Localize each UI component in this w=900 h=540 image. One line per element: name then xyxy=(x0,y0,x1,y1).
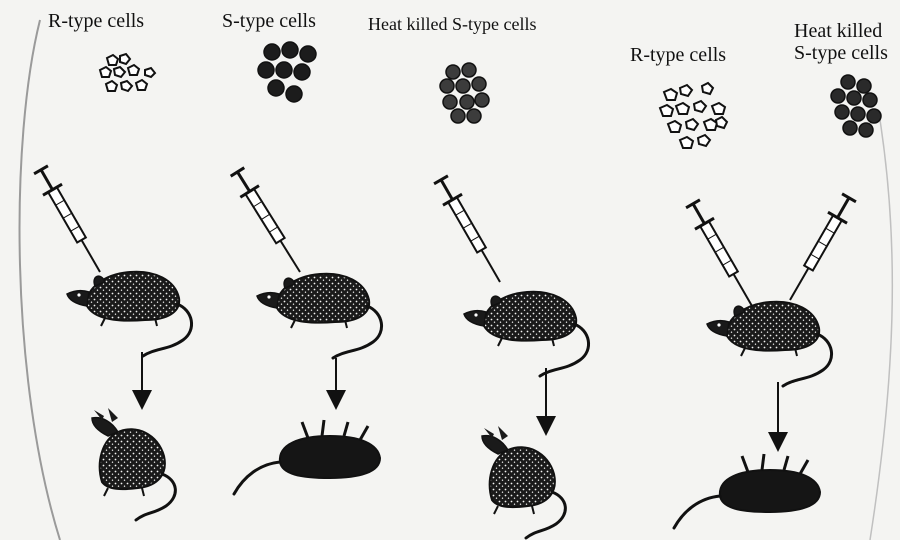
cell-cluster-heat-killed-s xyxy=(831,75,881,137)
mouse-injected xyxy=(707,302,832,386)
mouse-alive xyxy=(92,408,175,520)
label-r-type-cells: R-type cells xyxy=(48,10,144,32)
label-heat-killed-s-type-cells: Heat killed S-type cells xyxy=(368,13,536,35)
mouse-injected xyxy=(67,272,192,356)
mouse-dead xyxy=(234,420,380,494)
cell-cluster-s-type xyxy=(258,42,316,102)
paper-edge-right xyxy=(870,120,892,540)
experiment-2 xyxy=(228,42,381,494)
label-s-type-cells: S-type cells xyxy=(222,10,316,32)
label-heat-killed-s-type-cells-exp4: Heat killed S-type cells xyxy=(794,20,888,64)
experiment-3 xyxy=(431,63,588,538)
syringe xyxy=(431,174,509,287)
syringe xyxy=(228,166,309,278)
experiment-4 xyxy=(660,75,881,528)
paper-edge-left xyxy=(20,20,60,540)
label-r-type-cells-exp4: R-type cells xyxy=(630,44,726,66)
syringe-left xyxy=(683,198,761,311)
cell-cluster-r-type xyxy=(660,83,727,148)
experiment-1 xyxy=(31,54,191,520)
syringe-right xyxy=(780,192,858,305)
cell-cluster-heat-killed-s xyxy=(440,63,489,123)
mouse-dead xyxy=(674,454,820,528)
mouse-alive xyxy=(482,426,565,538)
cell-cluster-r-type xyxy=(100,54,155,91)
mouse-injected xyxy=(257,274,382,358)
syringe xyxy=(31,164,109,277)
label-line-2: S-type cells xyxy=(794,42,888,64)
mouse-injected xyxy=(464,292,589,376)
label-line-1: Heat killed xyxy=(794,20,888,42)
